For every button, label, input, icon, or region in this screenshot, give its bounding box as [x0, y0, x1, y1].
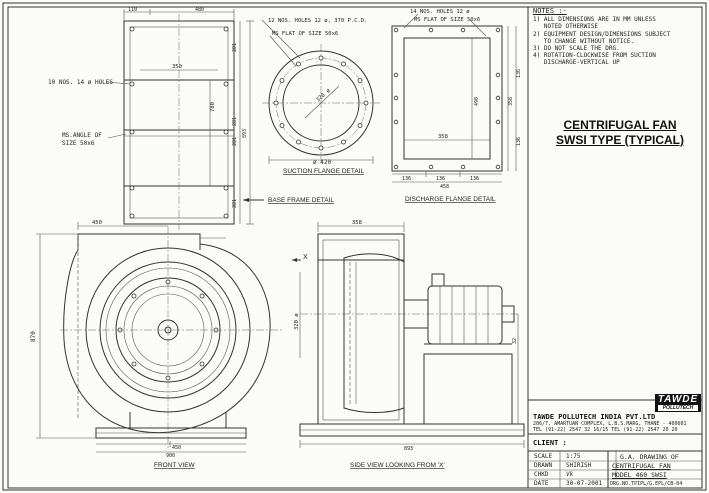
desc-line-1: G.A. DRAWING OF: [620, 453, 679, 461]
dim-base-top-left: 110: [128, 7, 137, 13]
side-view: [299, 222, 525, 448]
label-suction-flange: SUCTION FLANGE DETAIL: [283, 168, 365, 175]
dim-base-h4: 893: [242, 129, 248, 138]
label-discharge-flange: DISCHARGE FLANGE DETAIL: [405, 196, 496, 203]
side-casing: [317, 233, 405, 425]
dim-disch-b2: 136: [436, 176, 445, 182]
company-address: 206/7, AMARTUAN COMPLEX, L.B.S.MARG, THA…: [533, 421, 687, 427]
date-value: 30-07-2001: [566, 480, 603, 487]
dim-disch-b3: 136: [470, 176, 479, 182]
dim-disch-h4: 136: [516, 137, 522, 146]
company-tel: TEL (91-22) 2547 32 16/15 TEL (91-22) 25…: [533, 427, 678, 433]
scale-value: 1:75: [566, 453, 581, 460]
drawn-label: DRAWN: [534, 462, 553, 469]
dim-base-inner: 350: [172, 64, 182, 70]
dim-base-h6: 281: [232, 199, 238, 208]
dim-disch-b1: 136: [402, 176, 411, 182]
dim-disch-h2: 358: [508, 97, 514, 106]
note-item: 4) ROTATION-CLOCKWISE FROM SUCTION DISCH…: [533, 52, 656, 67]
desc-line-3: MODEL 460 SWSI: [612, 471, 667, 479]
notes-heading: NOTES :-: [533, 7, 567, 15]
side-motor-stand: [423, 353, 513, 425]
callout-discharge-flat: MS FLAT OF SIZE 50x6: [414, 17, 480, 23]
callout-suction-flat: MS FLAT OF SIZE 50x6: [272, 31, 338, 37]
title-line-2: SWSI TYPE (TYPICAL): [555, 133, 684, 147]
dim-suction-inner: 320 ø: [315, 87, 332, 103]
callout-ms-angle-1: MS.ANGLE OF: [62, 132, 102, 139]
desc-line-2: CENTRIFUGAL FAN: [612, 462, 671, 470]
scale-label: SCALE: [534, 453, 553, 460]
front-view: [36, 222, 284, 453]
discharge-flange-detail: [391, 13, 517, 183]
notes-panel: NOTES :- 1) ALL DIMENSIONS ARE IN MM UNL…: [533, 7, 705, 67]
dim-front-top: 450: [92, 220, 102, 226]
label-front-view: FRONT VIEW: [154, 462, 196, 469]
dim-disch-h3: 136: [516, 69, 522, 78]
company-logo: TAWDE POLLUTECH: [655, 394, 701, 412]
callout-suction-holes: 12 NOS. HOLES 12 ø, 370 P.C.D.: [268, 18, 367, 24]
drawn-value: SHIRISH: [566, 462, 592, 469]
dim-side-bottom: 893: [404, 446, 413, 452]
note-item: 1) ALL DIMENSIONS ARE IN MM UNLESS NOTED…: [533, 16, 656, 31]
drawing-title: CENTRIFUGAL FAN SWSI TYPE (TYPICAL): [540, 118, 700, 148]
dim-front-b1: 450: [172, 445, 181, 451]
callout-ms-angle-2: SIZE 50x6: [62, 140, 95, 147]
dim-base-top: 480: [195, 7, 204, 13]
dim-front-b2: 900: [166, 453, 175, 459]
side-motor: [427, 285, 503, 345]
inner-border: [7, 6, 703, 489]
label-side-view: SIDE VIEW LOOKING FROM 'X': [350, 462, 445, 469]
title-line-1: CENTRIFUGAL FAN: [563, 118, 677, 132]
client-label: CLIENT :: [533, 439, 567, 447]
dim-side-top: 358: [352, 220, 362, 226]
dim-base-h3: 281: [232, 117, 238, 126]
discharge-outer-rect: [391, 25, 503, 172]
dim-suction-dia: ø 420: [313, 159, 331, 166]
company-name: TAWDE POLLUTECH INDIA PVT.LTD: [533, 413, 656, 421]
logo-bottom: POLLUTECH: [658, 405, 698, 411]
x-mark: X: [303, 254, 308, 261]
dim-side-r: 32: [512, 338, 518, 344]
suction-flange-detail: [261, 19, 380, 164]
dim-disch-total: 458: [440, 184, 449, 190]
dim-base-h2: 780: [210, 102, 216, 112]
chkd-value: Vk: [566, 471, 574, 478]
note-item: 3) DO NOT SCALE THE DRG.: [533, 45, 620, 53]
callout-holes-base: 10 NOS. 14 ø HOLES: [48, 79, 113, 86]
dim-front-h: 870: [30, 331, 37, 342]
dim-disch-h1: 490: [474, 97, 480, 106]
dim-side-dia: 320 ø: [294, 313, 300, 330]
dim-base-h1: 281: [232, 43, 238, 52]
note-item: 2) EQUIPMENT DESIGN/DIMENSIONS SUBJECT T…: [533, 30, 671, 45]
front-volute-casing: [63, 233, 271, 434]
label-base-frame: BASE FRAME DETAIL: [268, 197, 334, 204]
callout-discharge-holes: 14 NOS. HOLES 12 ø: [410, 9, 470, 15]
dim-disch-w: 358: [438, 134, 448, 140]
drawing-number: DRG.NO.TPIPL/G.EPL/CB-04: [610, 481, 683, 487]
dim-base-h5: 281: [232, 137, 238, 146]
base-frame-detail: [105, 9, 264, 230]
discharge-inner-rect: [403, 37, 491, 160]
date-label: DATE: [534, 480, 549, 487]
chkd-label: CHKD: [534, 471, 549, 478]
logo-top: TAWDE: [657, 394, 699, 405]
